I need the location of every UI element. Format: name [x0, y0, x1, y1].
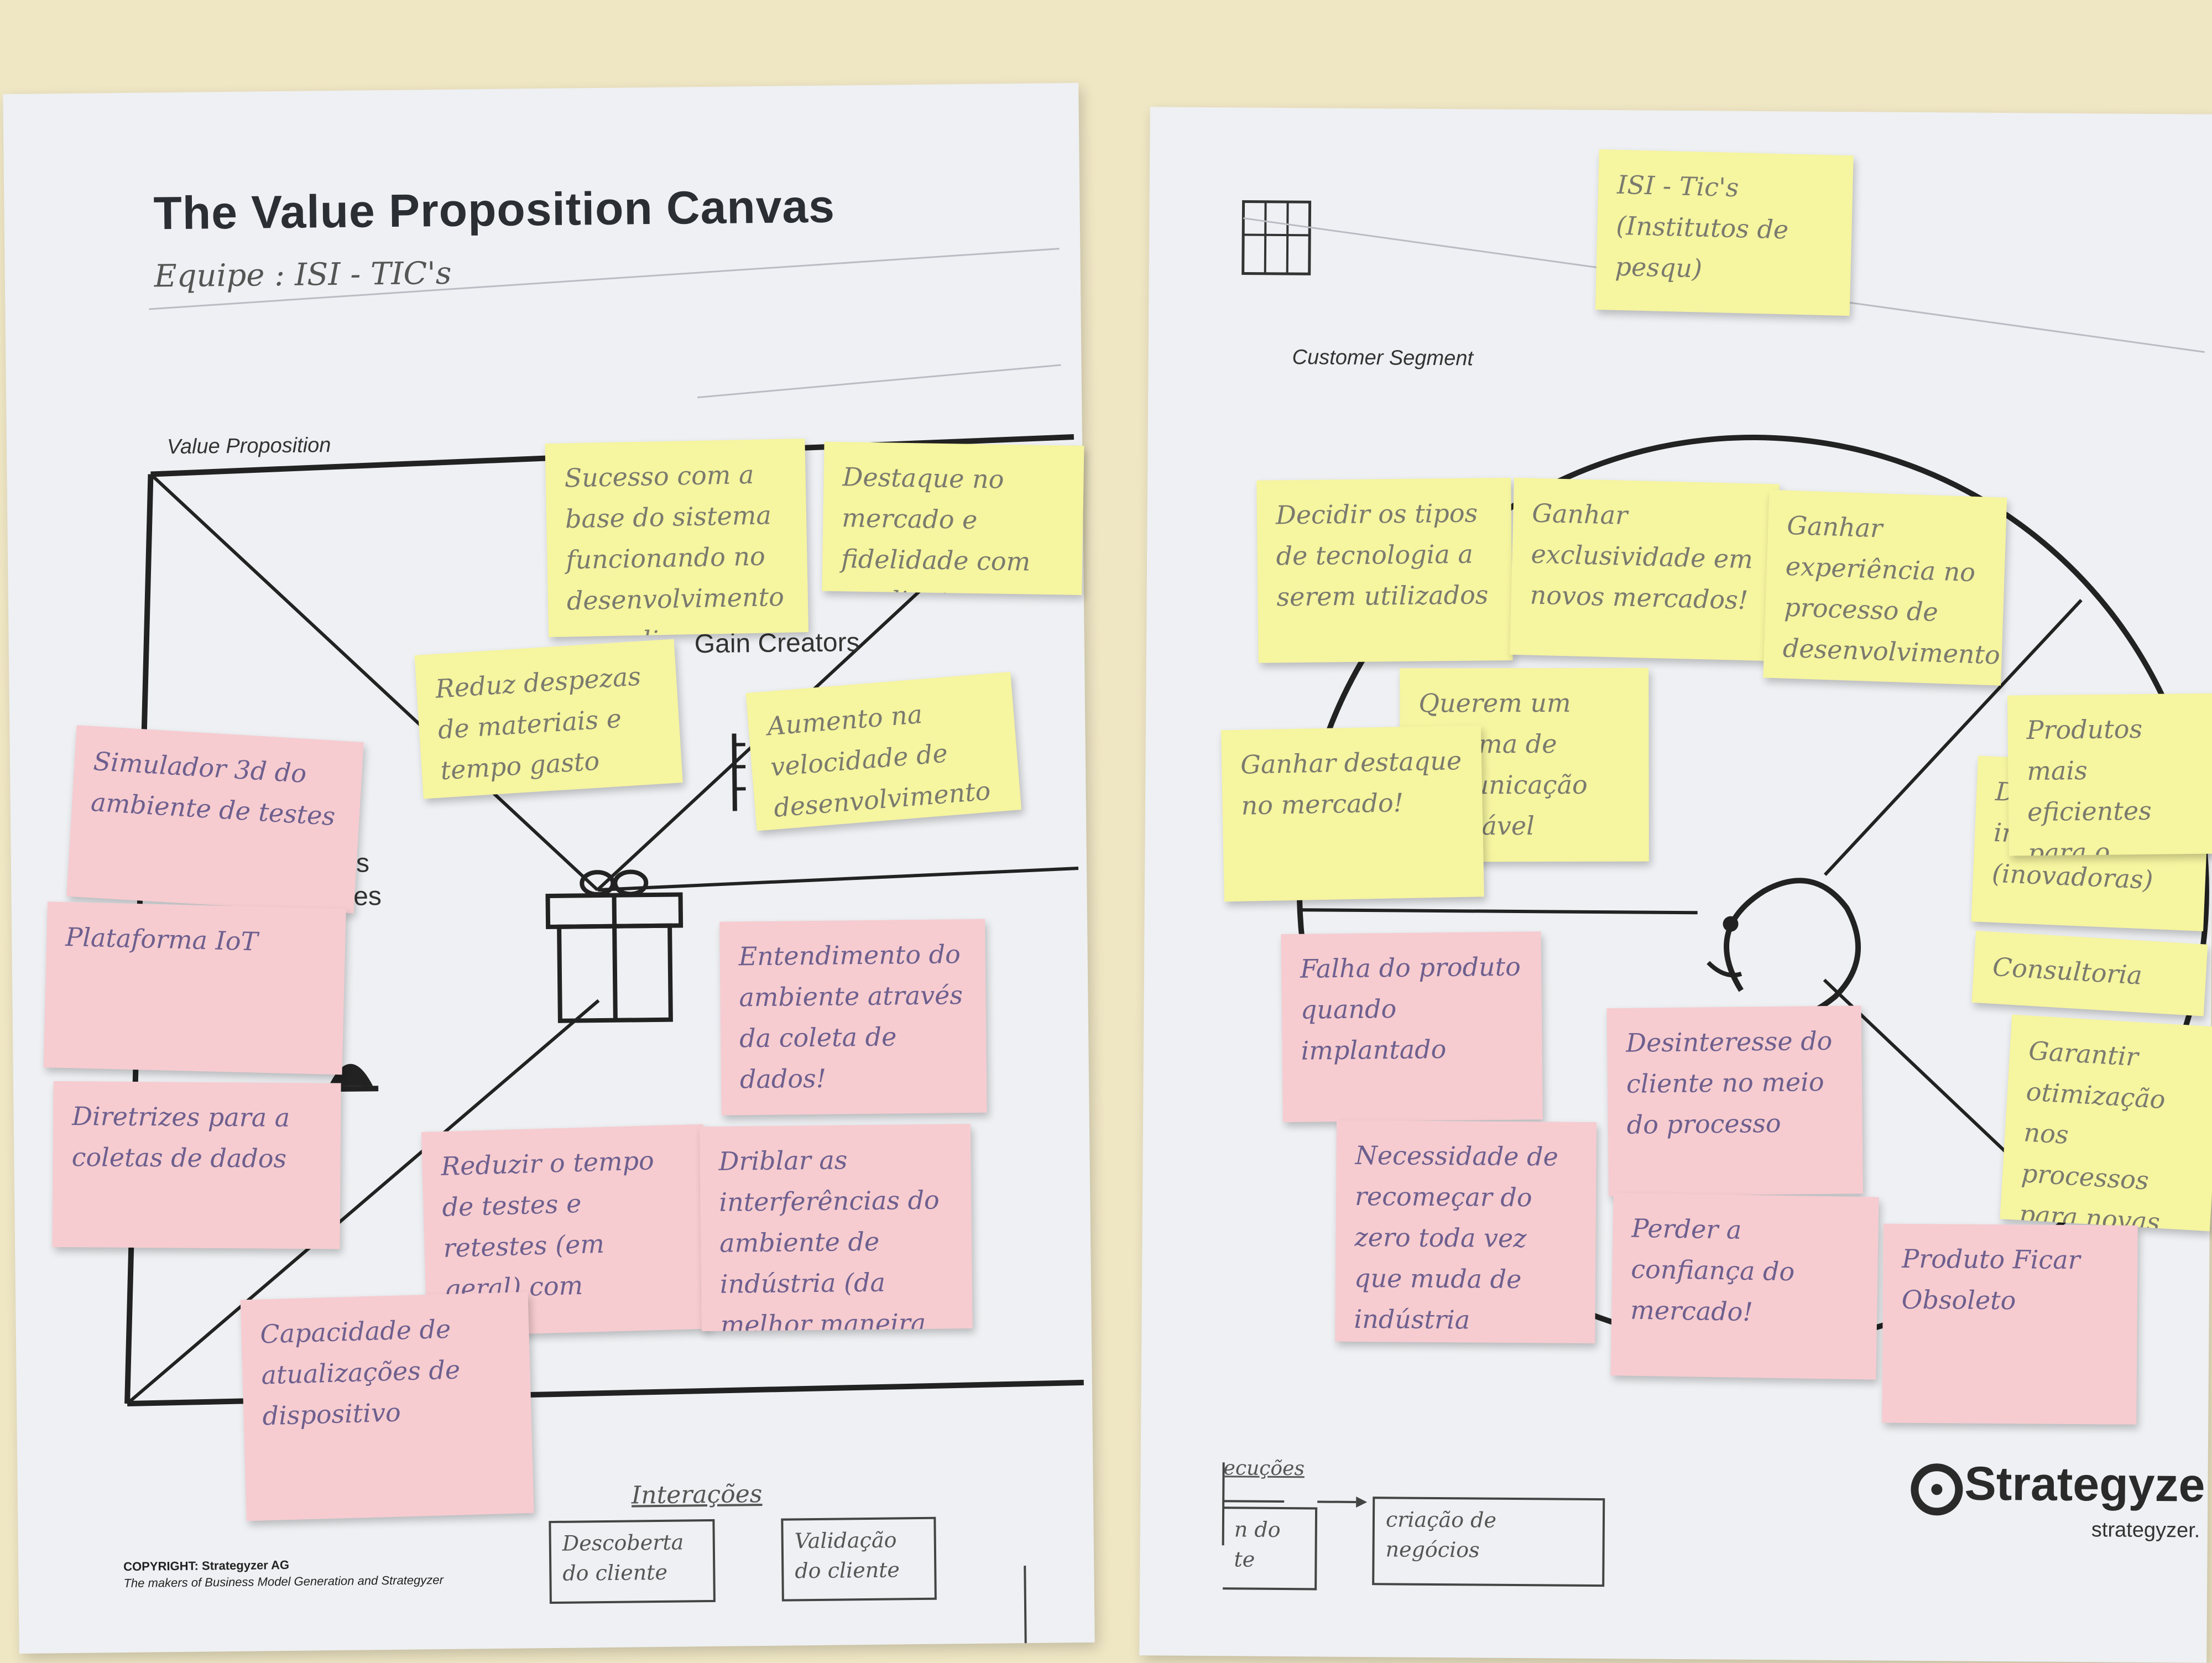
sticky-note: Falha do produto quando implantado [1281, 931, 1543, 1122]
strategyzer-brand: Strategyze [1964, 1457, 2205, 1513]
canvas-grid-icon [1243, 201, 1310, 274]
sticky-note: Simulador 3d do ambiente de testes [66, 725, 363, 913]
customer-segment-sheet: Customer Segment P ecuções n do te criaç… [1139, 107, 2212, 1662]
sticky-note: ISI - Tic's (Institutos de pesqu) [1595, 149, 1854, 316]
sticky-note: Garantir otimização nos processos para n… [2000, 1015, 2212, 1232]
sticky-note: Driblar as interferências do ambiente de… [700, 1124, 973, 1331]
sticky-note: Aumento na velocidade de desenvolvimento… [746, 672, 1022, 831]
interacoes-label: Interações [632, 1480, 763, 1509]
customer-face-icon [1708, 880, 1859, 1024]
sticky-note: Produtos mais eficientes para o ambiente… [2007, 694, 2212, 856]
sticky-note: Ganhar exclusividade em novos mercados! [1510, 478, 1780, 661]
sticky-note: Ganhar experiência no processo de desenv… [1763, 490, 2007, 686]
gain-creators-icon [734, 733, 745, 811]
sticky-note: Ganhar destaque no mercado! [1221, 725, 1484, 901]
sticky-note: Reduz despezas de materiais e tempo gast… [414, 639, 682, 799]
sketch-box-criacao: criação de negócios [1372, 1497, 1605, 1587]
value-proposition-sheet: The Value Proposition Canvas Equipe : IS… [3, 83, 1094, 1654]
copyright-title: COPYRIGHT: Strategyzer AG [123, 1557, 289, 1575]
sticky-note: Destaque no mercado e fidelidade com os … [822, 442, 1084, 595]
sketch-box-validacao: Validação do cliente [781, 1517, 937, 1602]
sketch-box-descoberta: Descoberta do cliente [549, 1519, 716, 1604]
sticky-note: Diretrizes para a coletas de dados [53, 1081, 341, 1249]
sticky-note: Entendimento do ambiente através da cole… [719, 919, 987, 1115]
sketch-box-left: n do te [1223, 1506, 1317, 1590]
strategyzer-logo-icon [1914, 1467, 1959, 1512]
sticky-note: Necessidade de recomeçar do zero toda ve… [1335, 1120, 1597, 1343]
sticky-note: Consultoria [1971, 931, 2208, 1016]
customer-segment-label: Customer Segment [1292, 346, 1473, 371]
sticky-note: Produto Ficar Obsoleto [1882, 1224, 2138, 1425]
sticky-note: Desinteresse do cliente no meio do proce… [1607, 1005, 1864, 1196]
strategyzer-url: strategyzer. [2091, 1518, 2200, 1542]
sticky-note: Perder a confiança do mercado! [1610, 1193, 1879, 1379]
sticky-note: Capacidade de atualizações de dispositiv… [241, 1292, 534, 1521]
copyright-subtitle: The makers of Business Model Generation … [123, 1572, 444, 1592]
sticky-note: Plataforma IoT [44, 901, 346, 1075]
sticky-note: Decidir os tipos de tecnologia a serem u… [1256, 478, 1512, 663]
gift-icon [547, 872, 682, 1021]
sticky-note: Sucesso com a base do sistema funcionand… [545, 439, 808, 637]
sketch-label: ecuções [1223, 1457, 1305, 1480]
